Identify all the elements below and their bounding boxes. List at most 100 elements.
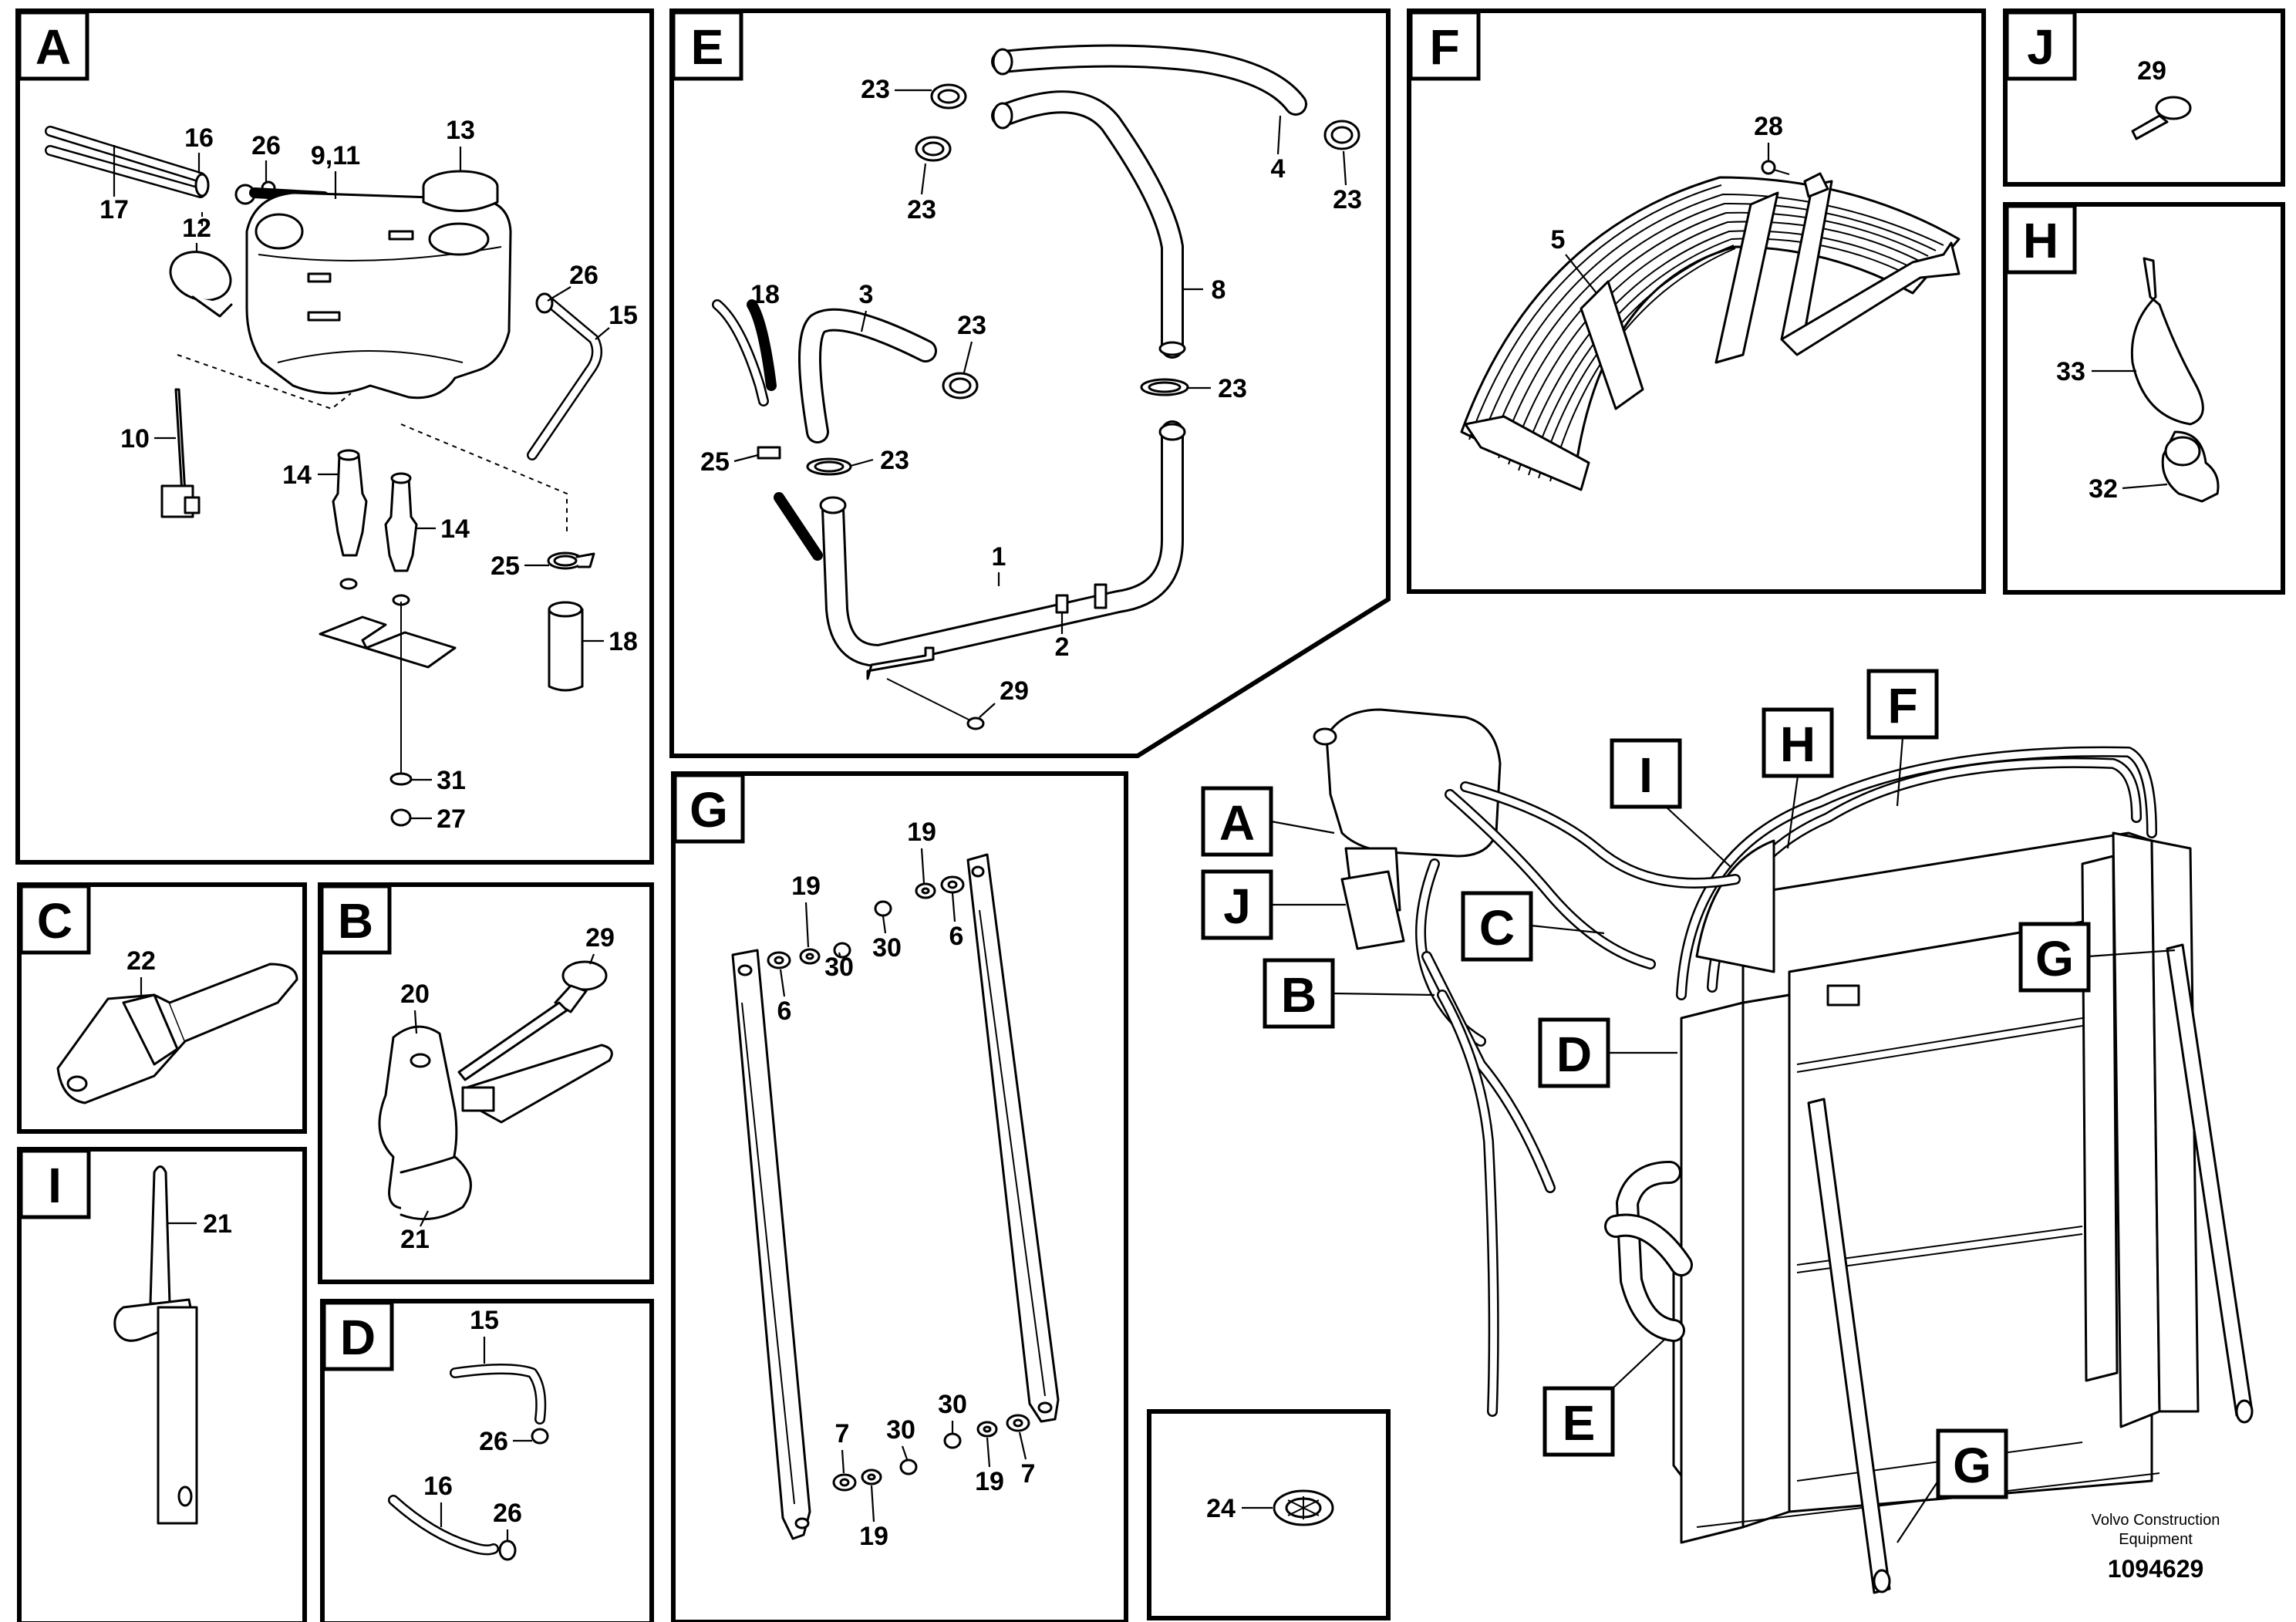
callout-j-29: 29 [2137, 56, 2166, 86]
cable-tie-33 [2130, 257, 2204, 426]
callout-i-21: 21 [203, 1209, 232, 1239]
panel-i-label: I [48, 1158, 62, 1213]
callout-d-26-b: 26 [493, 1499, 522, 1528]
panel-b: B 29 20 21 [318, 882, 654, 1284]
panel-g: G 19 19 6 [671, 771, 1128, 1622]
panel-d-label: D [340, 1310, 376, 1365]
overview-callout-g-bottom: G [1953, 1438, 1991, 1493]
callout-g-30-d: 30 [886, 1415, 915, 1445]
panel-24: 24 [1147, 1409, 1391, 1620]
callout-b-29: 29 [585, 923, 615, 953]
callout-g-6-b: 6 [949, 922, 964, 951]
callout-a-12: 12 [182, 214, 211, 243]
cap-12 [169, 251, 233, 318]
panel-c-label: C [37, 893, 72, 949]
callout-e-8: 8 [1212, 275, 1226, 305]
panel-j-label: J [2027, 19, 2055, 75]
callout-a-15: 15 [609, 301, 638, 330]
panel-f-label: F [1429, 19, 1459, 75]
overview-callout-f: F [1887, 678, 1917, 733]
callout-e-2: 2 [1055, 632, 1070, 662]
callout-e-29: 29 [1000, 676, 1029, 706]
overview-callout-j: J [1223, 878, 1251, 934]
overview-callouts: A J B C D E I H F G G [1201, 669, 2176, 1543]
callout-a-25: 25 [491, 551, 520, 581]
callout-g-19-b: 19 [907, 818, 936, 847]
callout-a-18: 18 [609, 627, 638, 656]
callout-a-13: 13 [446, 116, 475, 145]
nipple-14-left [332, 449, 368, 557]
callout-a-9-11: 9,11 [311, 141, 360, 170]
callout-e-23-c: 23 [1333, 185, 1362, 214]
callout-h-33: 33 [2056, 357, 2085, 386]
callout-g-19-a: 19 [791, 872, 821, 901]
overview-callout-i: I [1639, 747, 1653, 803]
footer: Volvo Construction Equipment 1094629 [2092, 1512, 2220, 1583]
callout-a-14-left: 14 [282, 460, 312, 490]
document-number: 1094629 [2108, 1555, 2204, 1583]
cap-13 [422, 170, 499, 212]
callout-a-26b: 26 [569, 261, 598, 290]
callout-g-30-b: 30 [872, 933, 902, 963]
panel-a-callouts: 16 26 9,11 13 17 12 26 15 10 14 14 25 18 [99, 116, 638, 834]
panel-j: J 29 [2003, 8, 2285, 187]
callout-g-7-b: 7 [1021, 1459, 1036, 1489]
callout-a-10: 10 [120, 424, 150, 454]
strap-21 [113, 1165, 198, 1525]
panel-i: I 21 [17, 1147, 307, 1622]
credit-line-2: Equipment [2119, 1531, 2193, 1548]
callout-g-19-d: 19 [859, 1522, 888, 1551]
callout-g-30-a: 30 [824, 953, 854, 982]
nipple-14-right [384, 472, 418, 572]
bolt-29 [2131, 96, 2192, 140]
panel-h-label: H [2023, 213, 2058, 268]
callout-e-18: 18 [750, 280, 780, 309]
clamp-20-21 [378, 1025, 613, 1221]
callout-b-21: 21 [400, 1225, 430, 1254]
callout-a-16: 16 [184, 123, 214, 153]
panel-b-label: B [338, 893, 373, 949]
callout-d-16: 16 [423, 1472, 453, 1501]
callout-e-25: 25 [700, 447, 730, 477]
clamps-23 [806, 83, 1360, 476]
panel-c: C 22 [17, 882, 307, 1134]
callout-a-14-right: 14 [440, 514, 470, 544]
overview-callout-g-top: G [2035, 931, 2074, 986]
credit-line-1: Volvo Construction [2092, 1512, 2220, 1529]
panel-f: F 28 5 [1407, 8, 1986, 594]
panel-d: D 15 26 16 26 [320, 1299, 654, 1622]
panel-g-callouts: 19 19 6 30 30 6 30 7 30 19 7 19 [777, 818, 1036, 1551]
panel-e-callouts: 23 23 4 23 8 18 3 23 23 25 23 1 2 29 [700, 75, 1362, 718]
callout-d-15: 15 [470, 1306, 499, 1335]
callout-d-26-a: 26 [479, 1427, 508, 1456]
callout-e-23-e: 23 [1218, 374, 1247, 403]
clip-22 [56, 963, 298, 1104]
callout-f-28: 28 [1754, 112, 1783, 141]
panel-a: A [15, 8, 654, 865]
panel-g-label: G [689, 782, 728, 838]
panel-a-label: A [35, 19, 71, 75]
panel-f-callouts: 28 5 [1551, 112, 1783, 294]
panel-e: E 23 [669, 8, 1391, 758]
callout-e-3: 3 [859, 280, 874, 309]
callout-e-23-d: 23 [957, 311, 986, 340]
bolt-29-b [457, 960, 608, 1081]
overview-callout-e: E [1563, 1395, 1596, 1451]
expansion-tank [245, 191, 512, 400]
callout-e-4: 4 [1271, 154, 1286, 184]
callout-24: 24 [1206, 1494, 1236, 1523]
overview-callout-d: D [1556, 1027, 1592, 1082]
callout-a-17: 17 [99, 195, 129, 224]
callout-h-32: 32 [2089, 474, 2118, 504]
panel-e-label: E [691, 19, 724, 75]
callout-a-31: 31 [437, 766, 466, 795]
overview-assembly [1313, 708, 2254, 1594]
callout-f-5: 5 [1551, 225, 1566, 255]
callout-g-7-a: 7 [835, 1419, 850, 1448]
overview-callout-h: H [1780, 717, 1816, 772]
callout-e-23-a: 23 [861, 75, 890, 104]
callout-g-30-c: 30 [938, 1390, 967, 1419]
clip-32 [2161, 430, 2220, 503]
callout-e-23-b: 23 [907, 195, 936, 224]
